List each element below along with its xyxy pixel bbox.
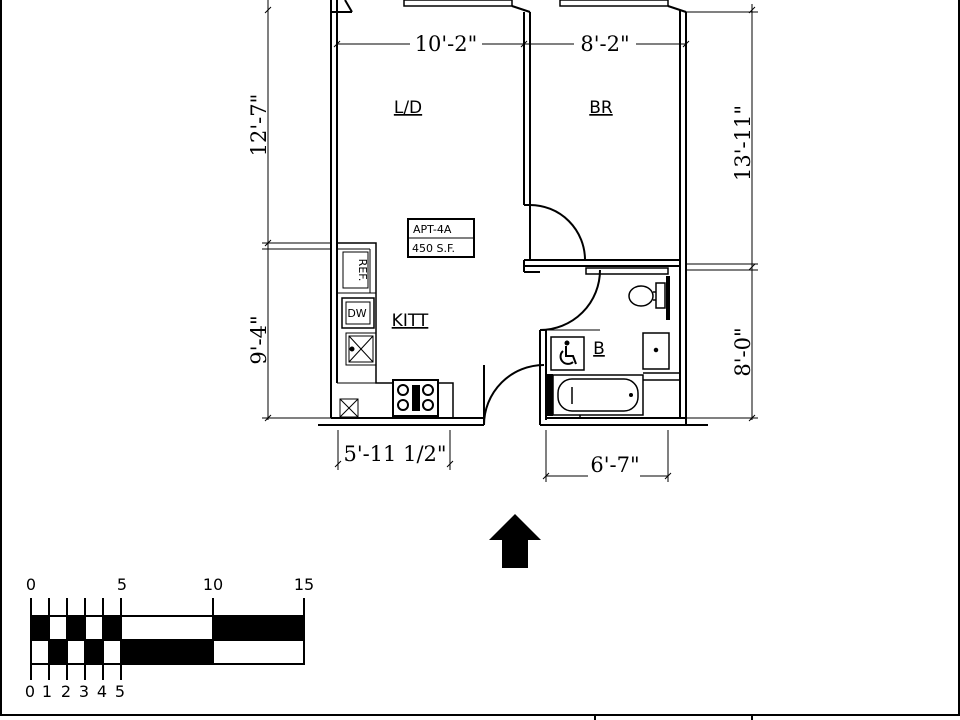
refrigerator: REF. (342, 251, 369, 289)
scale-major-labels: 0 5 10 15 (26, 575, 314, 594)
br-width-dimension: 8'-2" (580, 32, 629, 56)
dishwasher: DW (341, 297, 375, 329)
ld-depth-dimension: 12'-7" (247, 94, 271, 157)
kitchen-width-dimension: 5'-11 1/2" (343, 442, 446, 466)
scale-label-5: 5 (117, 575, 127, 594)
scale-bar (30, 598, 305, 680)
scale-minor-label: 3 (79, 682, 89, 701)
scale-minor-label: 1 (42, 682, 52, 701)
stove (392, 379, 439, 417)
walls (318, 0, 708, 426)
dimension-lines (262, 0, 758, 482)
scale-minor-label: 2 (61, 682, 71, 701)
bath-width-dimension: 6'-7" (590, 453, 639, 477)
bath-vanity (642, 332, 670, 370)
scale-minor-label: 5 (115, 682, 125, 701)
refrigerator-label: REF. (356, 259, 369, 282)
scale-minor-labels: 0 1 2 3 4 5 (25, 682, 125, 701)
br-depth-dimension: 13'-11" (731, 105, 755, 181)
up-arrow-icon (489, 514, 541, 568)
room-label-living-dining: L/D (394, 98, 422, 118)
ld-width-dimension: 10'-2" (415, 32, 478, 56)
bath-depth-dimension: 8'-0" (731, 327, 755, 376)
bathtub (547, 374, 644, 418)
apartment-tag: APT-4A 450 S.F. (407, 218, 475, 258)
scale-minor-label: 4 (97, 682, 107, 701)
wheelchair-icon (550, 336, 585, 371)
water-heater (339, 398, 359, 418)
room-label-bath: B (593, 339, 605, 359)
room-label-kitchen: KITT (392, 311, 429, 331)
scale-minor-label: 0 (25, 682, 35, 701)
kitchen-depth-dimension: 9'-4" (247, 315, 271, 364)
apartment-unit: APT-4A (413, 223, 452, 236)
apartment-area: 450 S.F. (412, 242, 455, 255)
scale-label-0: 0 (26, 575, 36, 594)
room-label-bedroom: BR (589, 98, 613, 118)
scale-label-10: 10 (203, 575, 223, 594)
bath-partition (643, 372, 680, 381)
toilet (628, 276, 670, 320)
scale-label-15: 15 (294, 575, 314, 594)
dishwasher-label: DW (347, 307, 366, 320)
kitchen-sink (345, 332, 377, 366)
